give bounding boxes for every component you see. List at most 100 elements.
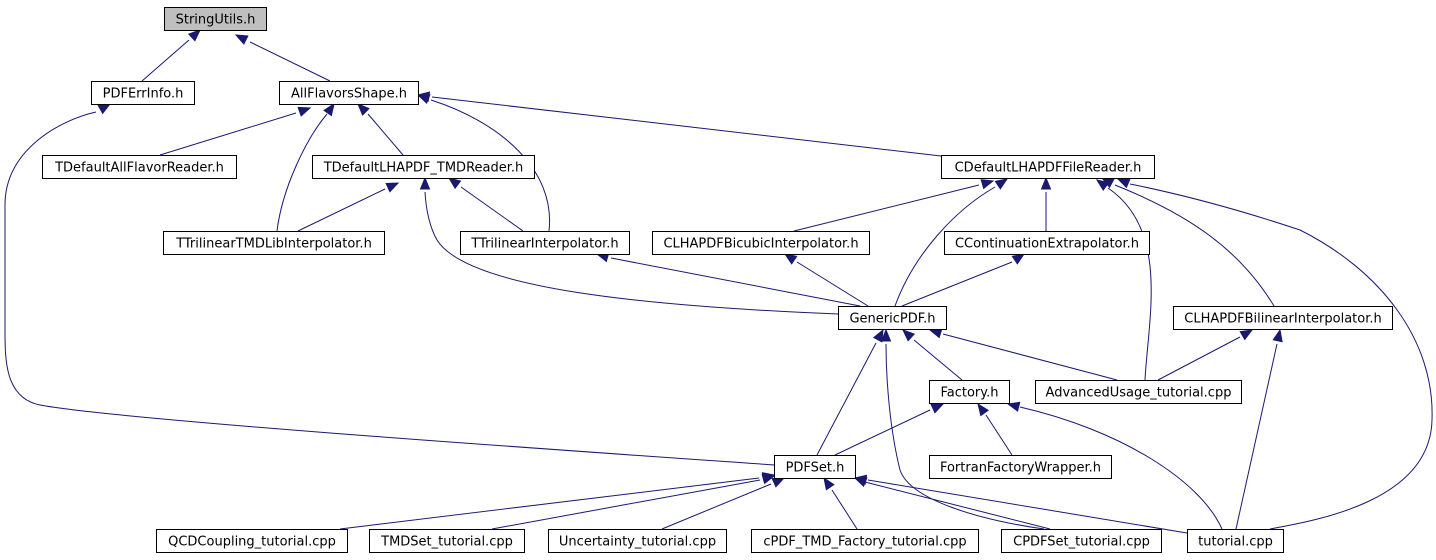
node-ccontinuationextrapolator[interactable]: CContinuationExtrapolator.h bbox=[944, 231, 1150, 255]
node-cpdf-tmd-factory-tutorial[interactable]: cPDF_TMD_Factory_tutorial.cpp bbox=[751, 529, 979, 553]
node-label: PDFSet.h bbox=[786, 461, 845, 476]
edge-tutorial-to-pdfset bbox=[853, 474, 1188, 534]
node-fortranfactorywrapper[interactable]: FortranFactoryWrapper.h bbox=[929, 455, 1112, 479]
arrowhead-icon bbox=[187, 29, 201, 42]
node-factory[interactable]: Factory.h bbox=[929, 380, 1010, 404]
edge-genericpdf-to-cdefaultlhapdffilereader bbox=[894, 178, 1009, 307]
edge-line bbox=[431, 96, 942, 157]
node-label: CDefaultLHAPDFFileReader.h bbox=[955, 161, 1142, 176]
node-label: tutorial.cpp bbox=[1198, 535, 1273, 550]
arrowhead-icon bbox=[823, 476, 835, 491]
edge-line bbox=[834, 409, 931, 456]
edge-tutorial-to-cdefaultlhapdffilereader bbox=[1116, 178, 1433, 530]
edge-line bbox=[901, 261, 1013, 307]
node-label: CContinuationExtrapolator.h bbox=[955, 237, 1139, 252]
arrowhead-icon bbox=[1040, 176, 1052, 190]
node-cdefaultlhapdffilereader[interactable]: CDefaultLHAPDFFileReader.h bbox=[941, 155, 1155, 179]
node-tmdset-tutorial[interactable]: TMDSet_tutorial.cpp bbox=[369, 529, 525, 553]
node-stringutils[interactable]: StringUtils.h bbox=[164, 7, 267, 31]
node-box bbox=[751, 529, 979, 553]
edge-advancedusage_tutorial-to-clhapdfbilinearinterpolator bbox=[1157, 329, 1254, 381]
node-label: QCDCoupling_tutorial.cpp bbox=[168, 535, 336, 550]
edge-line bbox=[339, 477, 760, 530]
edge-tmdset_tutorial-to-pdfset bbox=[491, 474, 776, 530]
edge-factory-to-genericpdf bbox=[902, 329, 963, 381]
node-label: TTrilinearTMDLibInterpolator.h bbox=[175, 237, 372, 252]
node-box bbox=[548, 529, 727, 553]
edge-line bbox=[610, 257, 861, 307]
edge-advancedusage_tutorial-to-cdefaultlhapdffilereader bbox=[1095, 179, 1152, 381]
node-advancedusage-tutorial[interactable]: AdvancedUsage_tutorial.cpp bbox=[1035, 380, 1242, 404]
node-label: GenericPDF.h bbox=[849, 312, 935, 327]
node-box bbox=[156, 529, 348, 553]
arrowhead-icon bbox=[994, 178, 1009, 190]
edge-genericpdf-to-ttrilinearinterpolator bbox=[595, 252, 861, 307]
node-box bbox=[279, 81, 419, 105]
edge-line bbox=[831, 489, 858, 530]
arrowhead-icon bbox=[1272, 328, 1283, 343]
node-box bbox=[838, 306, 947, 330]
node-label: PDFErrInfo.h bbox=[103, 87, 184, 102]
edge-line bbox=[276, 113, 328, 232]
node-tdefaultlhapdf-tmdreader[interactable]: TDefaultLHAPDF_TMDReader.h bbox=[312, 155, 535, 179]
edge-genericpdf-to-clhapdfbicubicinterpolator bbox=[783, 253, 869, 307]
edge-pdfset-to-factory bbox=[834, 403, 945, 456]
node-allflavorsshape[interactable]: AllFlavorsShape.h bbox=[279, 81, 419, 105]
edge-line bbox=[460, 186, 524, 232]
arrowhead-icon bbox=[1006, 401, 1021, 412]
edge-genericpdf-to-ccontinuationextrapolator bbox=[901, 253, 1026, 307]
arrowhead-icon bbox=[761, 474, 776, 485]
node-tdefaultallflavorreader[interactable]: TDefaultAllFlavorReader.h bbox=[42, 155, 237, 179]
arrowhead-icon bbox=[872, 328, 884, 343]
edge-line bbox=[1157, 336, 1241, 381]
arrowhead-icon bbox=[853, 474, 868, 485]
node-qcdcoupling-tutorial[interactable]: QCDCoupling_tutorial.cpp bbox=[156, 529, 348, 553]
node-box bbox=[1001, 529, 1162, 553]
edge-cpdf_tmd_factory_tutorial-to-pdfset bbox=[823, 476, 858, 530]
node-clhapdfbilinearinterpolator[interactable]: CLHAPDFBilinearInterpolator.h bbox=[1173, 306, 1393, 330]
node-label: CLHAPDFBilinearInterpolator.h bbox=[1184, 312, 1382, 327]
edge-pdfset-to-genericpdf bbox=[816, 328, 884, 456]
node-box bbox=[774, 455, 856, 479]
node-tutorial[interactable]: tutorial.cpp bbox=[1187, 529, 1284, 553]
node-genericpdf[interactable]: GenericPDF.h bbox=[838, 306, 947, 330]
edge-line bbox=[297, 188, 386, 232]
node-clhapdfbicubicinterpolator[interactable]: CLHAPDFBicubicInterpolator.h bbox=[652, 231, 870, 255]
node-label: TDefaultLHAPDF_TMDReader.h bbox=[323, 161, 524, 176]
edge-line bbox=[913, 339, 963, 381]
edge-line bbox=[1107, 187, 1152, 381]
edge-line bbox=[4, 111, 775, 466]
node-label: Uncertainty_tutorial.cpp bbox=[559, 535, 716, 550]
node-box bbox=[941, 155, 1155, 179]
edge-ccontinuationextrapolator-to-cdefaultlhapdffilereader bbox=[1040, 176, 1052, 231]
arrowhead-icon bbox=[323, 102, 335, 117]
edge-line bbox=[367, 113, 404, 156]
node-box bbox=[1035, 380, 1242, 404]
edge-tdefaultlhapdf_tmdreader-to-allflavorsshape bbox=[357, 103, 404, 156]
node-label: CPDFSet_tutorial.cpp bbox=[1013, 535, 1150, 550]
edge-line bbox=[1129, 183, 1433, 530]
edge-line bbox=[249, 41, 331, 82]
node-pdfset[interactable]: PDFSet.h bbox=[774, 455, 856, 479]
node-ttrilinearinterpolator[interactable]: TTrilinearInterpolator.h bbox=[460, 231, 630, 255]
node-pdferrinfo[interactable]: PDFErrInfo.h bbox=[91, 81, 195, 105]
node-cpdfset-tutorial[interactable]: CPDFSet_tutorial.cpp bbox=[1001, 529, 1162, 553]
node-uncertainty-tutorial[interactable]: Uncertainty_tutorial.cpp bbox=[548, 529, 727, 553]
arrowhead-icon bbox=[1116, 178, 1131, 189]
node-ttrilineartmdlibinterpolator[interactable]: TTrilinearTMDLibInterpolator.h bbox=[163, 231, 385, 255]
edge-line bbox=[796, 261, 869, 307]
node-box bbox=[164, 7, 267, 31]
arrowhead-icon bbox=[783, 253, 798, 265]
arrowhead-icon bbox=[980, 179, 995, 190]
edge-line bbox=[141, 39, 190, 82]
edge-tutorial-to-clhapdfbilinearinterpolator bbox=[1235, 328, 1283, 530]
edge-line bbox=[1235, 343, 1278, 530]
node-label: CLHAPDFBicubicInterpolator.h bbox=[663, 237, 858, 252]
arrowhead-icon bbox=[447, 177, 462, 190]
node-label: Factory.h bbox=[940, 386, 998, 401]
edge-advancedusage_tutorial-to-genericpdf bbox=[928, 328, 1118, 381]
arrowhead-icon bbox=[928, 328, 943, 339]
node-box bbox=[91, 81, 195, 105]
edge-ttrilinearinterpolator-to-tdefaultlhapdf_tmdreader bbox=[447, 177, 524, 232]
